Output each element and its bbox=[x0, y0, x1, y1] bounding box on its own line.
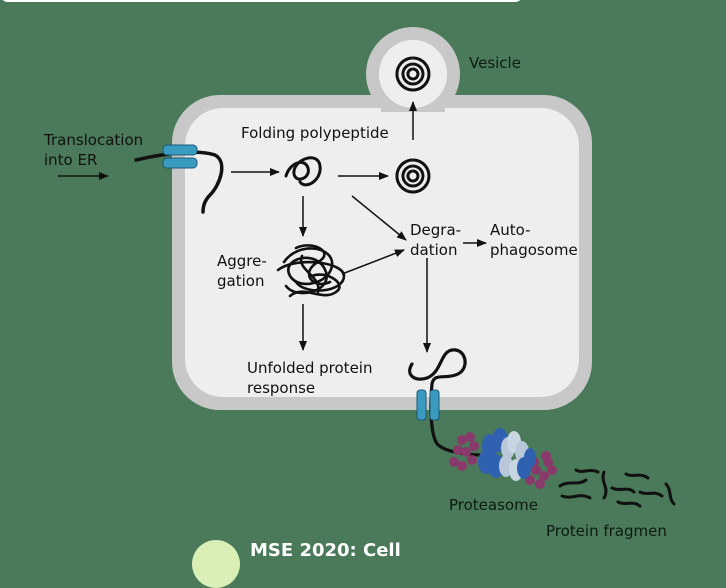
autophagosome-label-line2: phagosome bbox=[490, 241, 578, 259]
proteasome-label: Proteasome bbox=[449, 496, 538, 514]
course-logo-badge bbox=[192, 540, 240, 588]
aggregation-label-line1: Aggre- bbox=[217, 252, 267, 270]
autophagosome-label-line1: Auto- bbox=[490, 221, 531, 239]
upr-label-line1: Unfolded protein bbox=[247, 359, 373, 377]
cell bbox=[172, 27, 592, 410]
folded-protein-spiral bbox=[395, 158, 431, 194]
protein-quality-control-diagram bbox=[58, 27, 676, 508]
translocation-label-line2: into ER bbox=[44, 151, 98, 169]
degradation-label-line2: dation bbox=[410, 241, 458, 259]
translocon-bottom bbox=[416, 389, 440, 421]
aggregation-label-line2: gation bbox=[217, 272, 265, 290]
upr-label-line2: response bbox=[247, 379, 316, 397]
cell-interior bbox=[185, 108, 579, 397]
course-title: MSE 2020: Cell bbox=[250, 540, 401, 561]
translocation-label-line1: Translocation bbox=[44, 131, 144, 149]
top-card-edge bbox=[0, 0, 523, 2]
protein-fragments bbox=[558, 468, 676, 508]
aggregate-tangle bbox=[276, 244, 346, 298]
folding-label: Folding polypeptide bbox=[241, 124, 389, 142]
retrotranslocated-chain bbox=[408, 348, 486, 457]
vesicle-label: Vesicle bbox=[469, 54, 521, 72]
translocon-top bbox=[162, 144, 198, 169]
degradation-label-line1: Degra- bbox=[410, 221, 462, 239]
vesicle-spiral bbox=[395, 56, 431, 92]
fragments-label: Protein fragmen bbox=[546, 522, 667, 540]
proteasome bbox=[449, 428, 557, 489]
arrow-aggregation-to-degradation bbox=[341, 249, 405, 275]
arrow-folding-to-degradation bbox=[351, 195, 407, 241]
folding-polypeptide-squiggle bbox=[284, 156, 322, 187]
